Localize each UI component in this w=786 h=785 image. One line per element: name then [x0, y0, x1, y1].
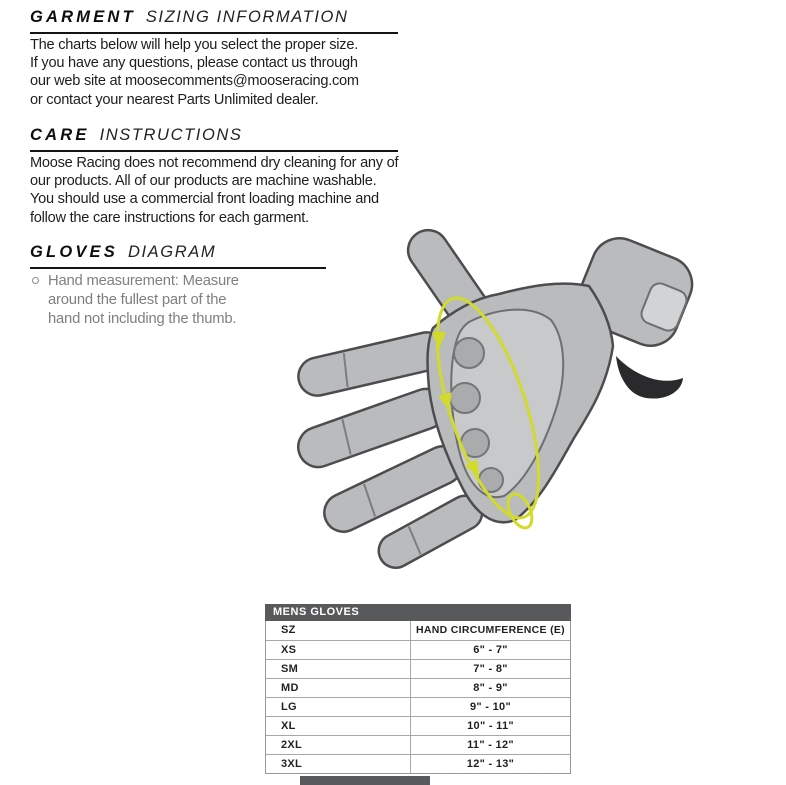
range-cell: 11" - 12": [467, 739, 514, 751]
range-cell: 7" - 8": [473, 663, 508, 675]
column-header-size: SZ: [266, 621, 411, 640]
glove-dark-accent: [616, 356, 683, 399]
garment-section-heading: GARMENT SIZING INFORMATION: [30, 8, 400, 34]
garment-body-text: The charts below will help you select th…: [30, 37, 359, 108]
bullet-icon: [32, 277, 39, 284]
hand-measurement-note: Hand measurement: Measure around the ful…: [32, 272, 302, 329]
gloves-heading-primary: GLOVES: [30, 243, 118, 261]
measurement-arrows: [432, 332, 480, 478]
range-cell: 10" - 11": [467, 720, 514, 732]
size-cell: 3XL: [266, 755, 411, 773]
garment-heading-secondary: SIZING INFORMATION: [145, 8, 349, 26]
garment-heading-primary: GARMENT: [30, 8, 136, 26]
size-cell: 2XL: [266, 736, 411, 754]
heading-rule: [30, 32, 398, 34]
column-header-circumference: HAND CIRCUMFERENCE (E): [416, 624, 565, 636]
gloves-heading-secondary: DIAGRAM: [127, 243, 217, 261]
size-cell: SM: [266, 660, 411, 678]
heading-rule: [30, 267, 326, 269]
glove-diagram-illustration: [297, 228, 694, 569]
table-row: SM 7" - 8": [266, 659, 570, 678]
table-row: LG 9" - 10": [266, 697, 570, 716]
table-row: XL 10" - 11": [266, 716, 570, 735]
range-cell: 6" - 7": [473, 644, 508, 656]
range-cell: 8" - 9": [473, 682, 508, 694]
size-cell: LG: [266, 698, 411, 716]
hand-measurement-text: Hand measurement: Measure around the ful…: [48, 273, 239, 327]
table-row: XS 6" - 7": [266, 640, 570, 659]
table-grid: SZ HAND CIRCUMFERENCE (E) XS 6" - 7" SM …: [265, 621, 571, 774]
gloves-section-heading: GLOVES DIAGRAM: [30, 243, 400, 269]
care-heading-primary: CARE: [30, 126, 90, 144]
table-row: 3XL 12" - 13": [266, 754, 570, 773]
range-cell: 12" - 13": [466, 758, 515, 770]
next-table-header-cutoff: [300, 776, 430, 785]
measurement-tape: [435, 296, 541, 530]
table-header-row: SZ HAND CIRCUMFERENCE (E): [266, 621, 570, 640]
heading-rule: [30, 150, 398, 152]
size-cell: MD: [266, 679, 411, 697]
size-cell: XS: [266, 641, 411, 659]
range-cell: 9" - 10": [470, 701, 511, 713]
table-title: MENS GLOVES: [265, 604, 571, 621]
table-row: 2XL 11" - 12": [266, 735, 570, 754]
size-cell: XL: [266, 717, 411, 735]
glove-palm-circles: [449, 337, 504, 493]
table-row: MD 8" - 9": [266, 678, 570, 697]
care-section-heading: CARE INSTRUCTIONS: [30, 126, 400, 152]
care-heading-secondary: INSTRUCTIONS: [99, 126, 243, 144]
glove-diagram: [283, 228, 703, 580]
mens-gloves-table: MENS GLOVES SZ HAND CIRCUMFERENCE (E) XS…: [265, 604, 571, 774]
care-body-text: Moose Racing does not recommend dry clea…: [30, 155, 399, 226]
